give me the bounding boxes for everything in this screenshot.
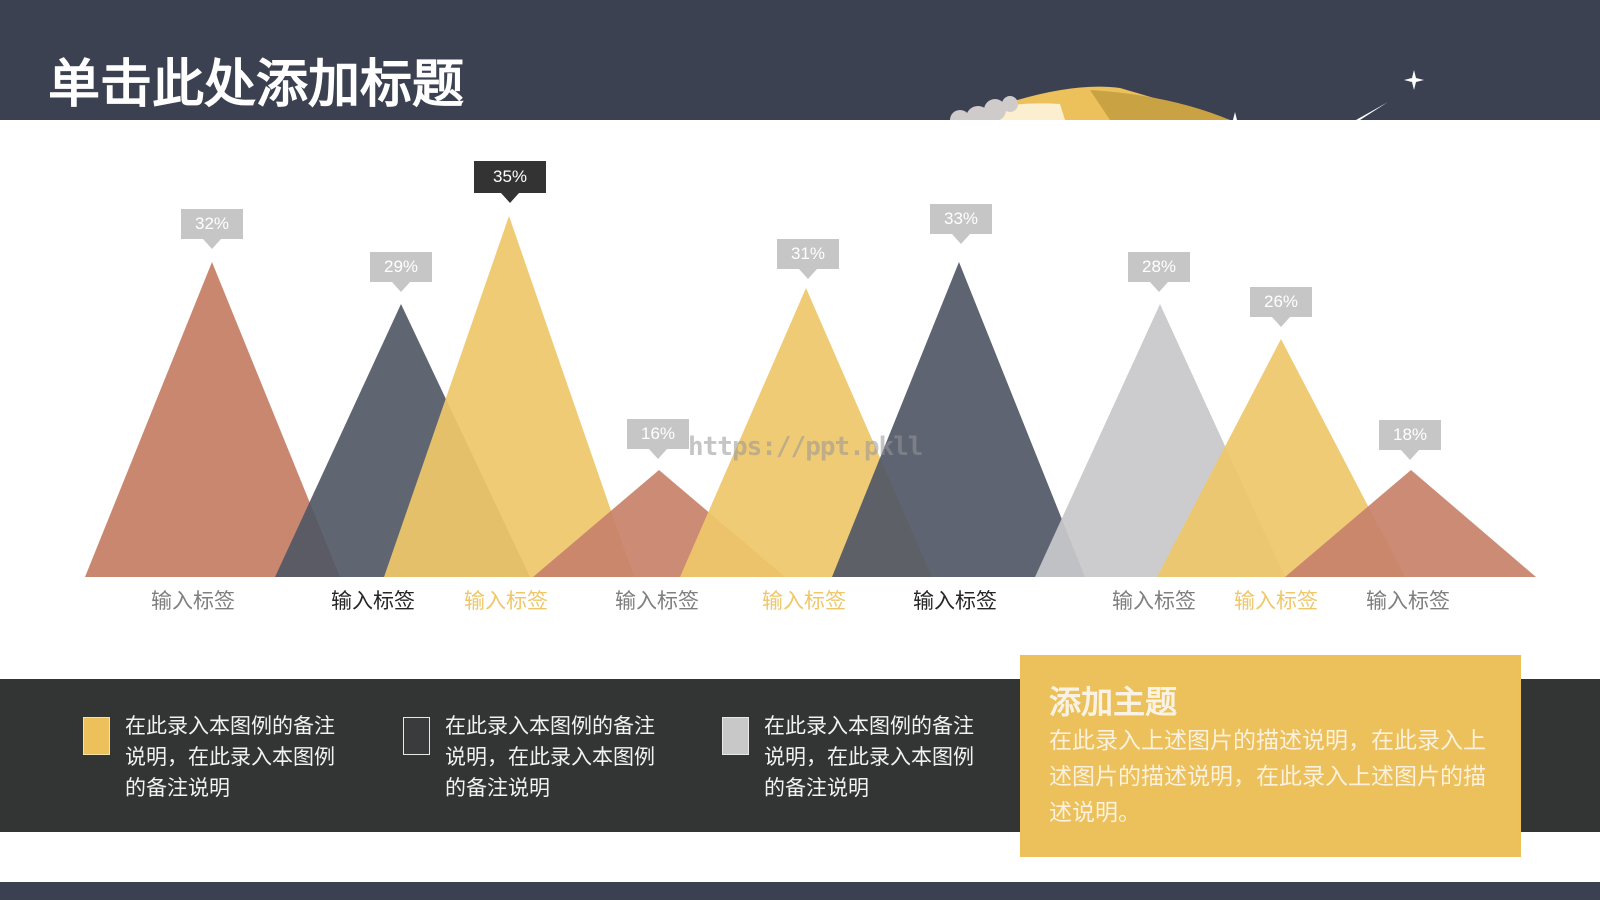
value-label-7: 28% bbox=[1128, 252, 1190, 292]
category-label-5: 输入标签 bbox=[762, 589, 846, 613]
category-label-8: 输入标签 bbox=[1234, 589, 1318, 613]
topic-title[interactable]: 添加主题 bbox=[1049, 683, 1178, 721]
moon-illustration bbox=[950, 70, 1424, 120]
category-label-4: 输入标签 bbox=[615, 589, 699, 613]
legend-swatch-gray bbox=[722, 717, 749, 755]
chart-triangles bbox=[85, 216, 1536, 577]
value-label-3-highlight: 35% bbox=[474, 161, 546, 203]
peak-chart bbox=[0, 120, 1600, 640]
peak-9 bbox=[1285, 470, 1536, 577]
category-label-9: 输入标签 bbox=[1366, 589, 1450, 613]
peak-1 bbox=[85, 262, 340, 577]
value-label-6: 33% bbox=[930, 204, 992, 244]
slide-header: 单击此处添加标题 bbox=[0, 0, 1600, 120]
category-label-6: 输入标签 bbox=[913, 589, 997, 613]
value-label-8: 26% bbox=[1250, 287, 1312, 327]
peak-8 bbox=[1157, 339, 1405, 577]
category-label-3: 输入标签 bbox=[464, 589, 548, 613]
category-label-1: 输入标签 bbox=[151, 589, 235, 613]
legend-swatch-yellow bbox=[83, 717, 110, 755]
value-label-5: 31% bbox=[777, 239, 839, 279]
value-label-9: 18% bbox=[1379, 420, 1441, 460]
legend-swatch-dark bbox=[403, 717, 430, 755]
value-label-4: 16% bbox=[627, 419, 689, 459]
value-label-2: 29% bbox=[370, 252, 432, 292]
peak-6 bbox=[832, 262, 1085, 577]
category-label-2: 输入标签 bbox=[331, 589, 415, 613]
value-label-1: 32% bbox=[181, 209, 243, 249]
legend-text-2: 在此录入本图例的备注说明，在此录入本图例的备注说明 bbox=[445, 714, 655, 800]
category-label-7: 输入标签 bbox=[1112, 589, 1196, 613]
legend-text-1: 在此录入本图例的备注说明，在此录入本图例的备注说明 bbox=[125, 714, 335, 800]
page-title[interactable]: 单击此处添加标题 bbox=[48, 55, 465, 115]
watermark: https://ppt.pkll bbox=[688, 432, 923, 462]
footer-bar bbox=[0, 882, 1600, 900]
legend-text-3: 在此录入本图例的备注说明，在此录入本图例的备注说明 bbox=[764, 714, 974, 800]
peak-3 bbox=[384, 216, 634, 577]
topic-box: 添加主题 在此录入上述图片的描述说明，在此录入上述图片的描述说明，在此录入上述图… bbox=[1020, 655, 1521, 857]
topic-description[interactable]: 在此录入上述图片的描述说明，在此录入上述图片的描述说明，在此录入上述图片的描述说… bbox=[1049, 728, 1486, 826]
star-icon bbox=[1404, 70, 1424, 90]
